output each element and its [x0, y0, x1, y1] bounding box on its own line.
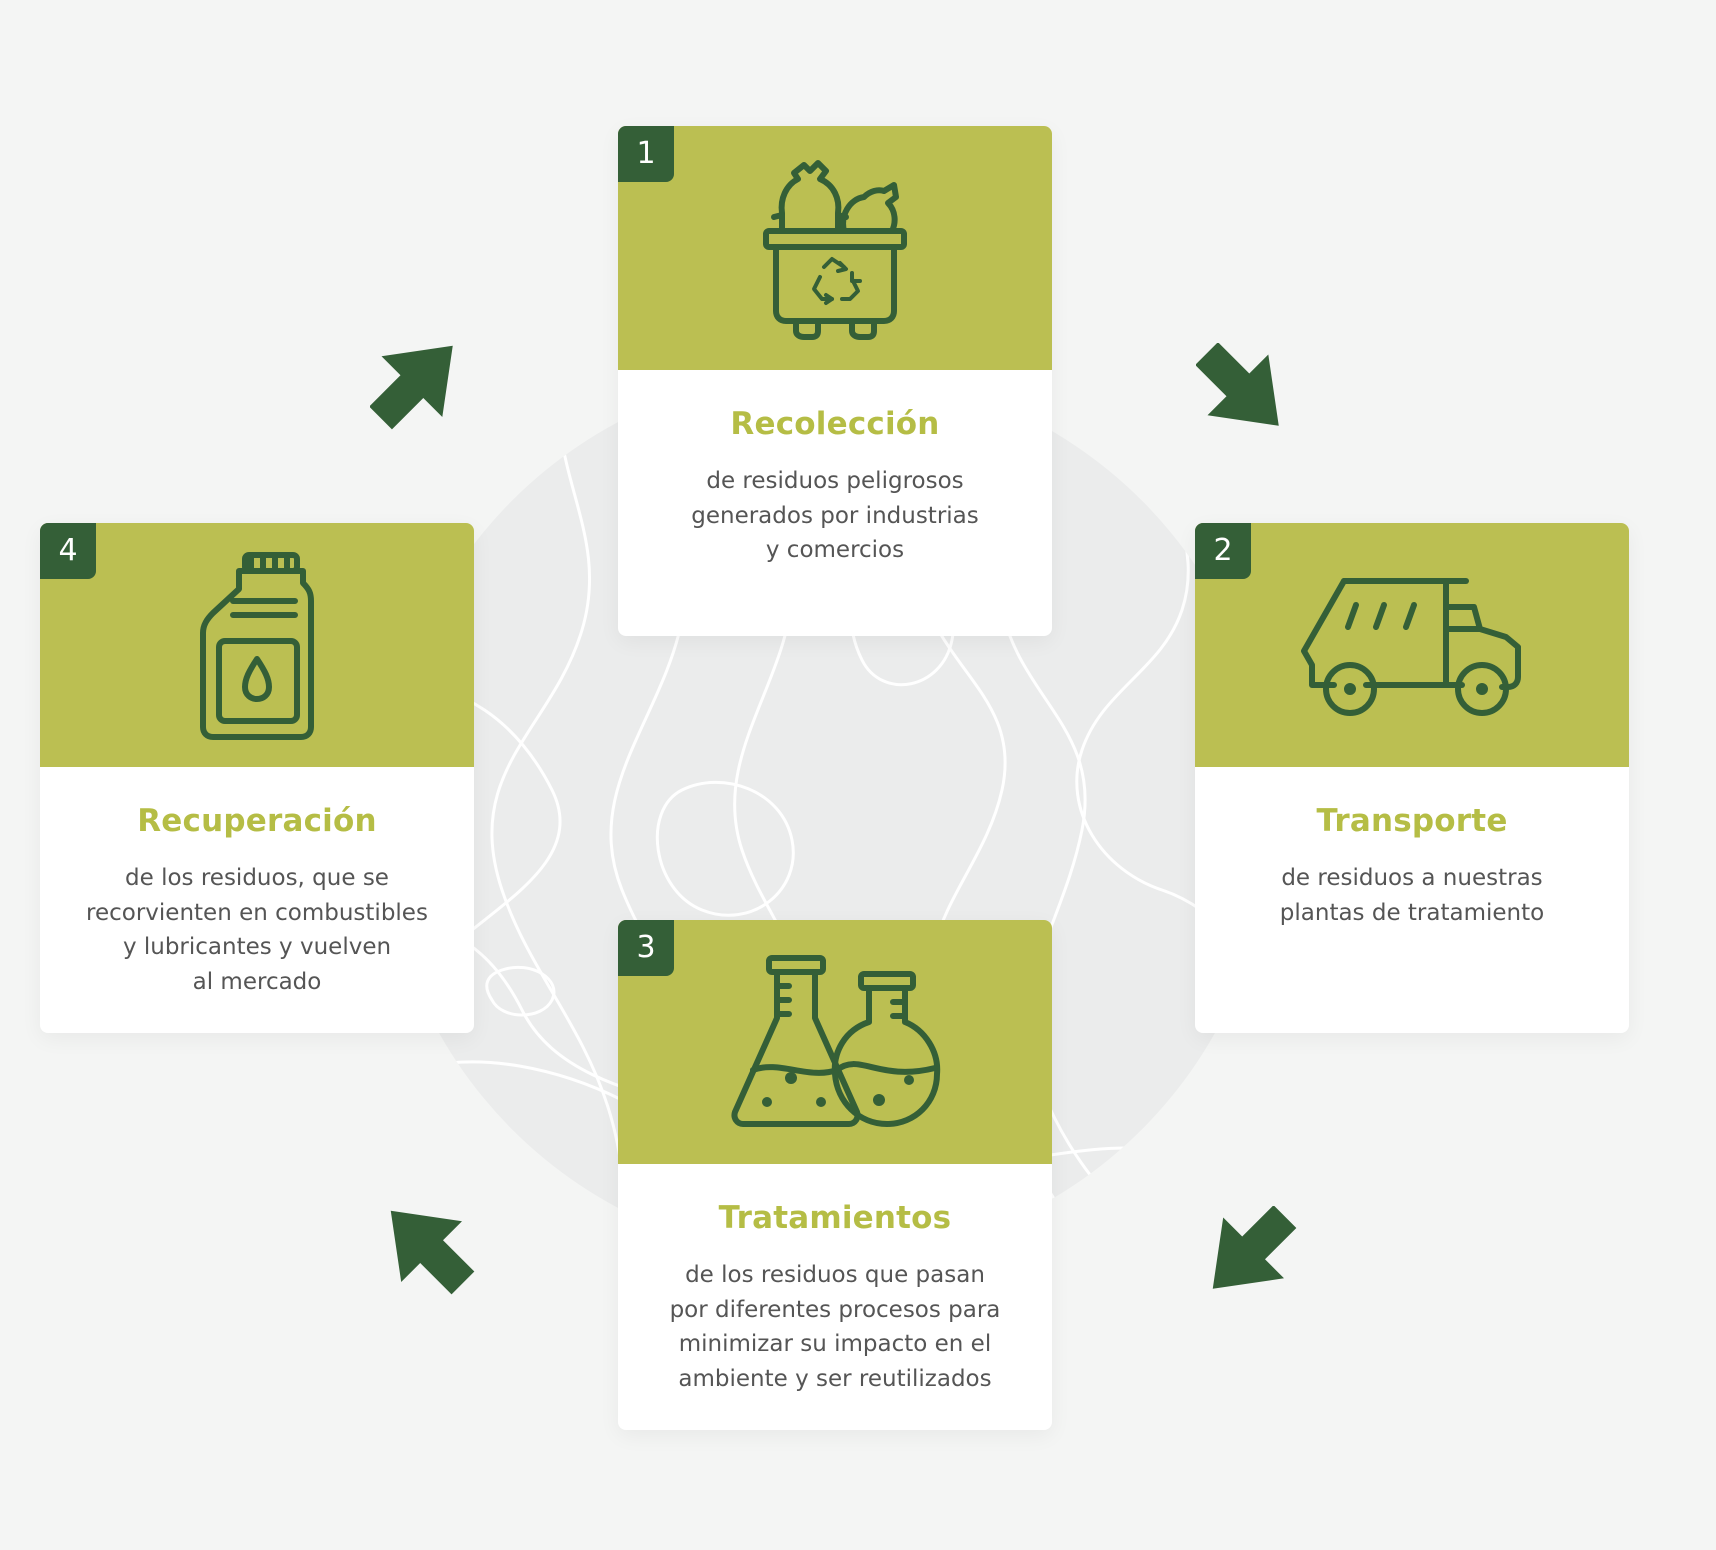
arrow-up-left-icon	[390, 1210, 475, 1295]
card-body: Transporte de residuos a nuestras planta…	[1195, 767, 1629, 960]
step-title: Recuperación	[137, 803, 377, 839]
card-body: Recuperación de los residuos, que se rec…	[40, 767, 474, 1029]
step-card-recuperacion: 4 Recuperación de los residuos, que se r…	[40, 523, 474, 1033]
card-header: 3	[618, 920, 1052, 1164]
step-card-tratamientos: 3 Tratamientos de los residuo	[618, 920, 1052, 1430]
step-card-transporte: 2 Transporte de residuos a nuestras plan…	[1195, 523, 1629, 1033]
step-title: Transporte	[1316, 803, 1508, 839]
card-header: 4	[40, 523, 474, 767]
step-description: de los residuos que pasan por diferentes…	[669, 1262, 1001, 1392]
step-number-badge: 1	[618, 126, 674, 182]
step-description: de los residuos, que se recorvienten en …	[86, 865, 428, 995]
card-header: 2	[1195, 523, 1629, 767]
garbage-truck-icon	[1301, 578, 1521, 716]
step-description: de residuos peligrosos generados por ind…	[691, 468, 979, 563]
recycle-container-icon	[763, 160, 907, 340]
step-number-badge: 3	[618, 920, 674, 976]
step-title: Tratamientos	[718, 1200, 952, 1236]
card-header: 1	[618, 126, 1052, 370]
step-number-badge: 2	[1195, 523, 1251, 579]
card-body: Tratamientos de los residuos que pasan p…	[618, 1164, 1052, 1426]
step-title: Recolección	[730, 406, 940, 442]
step-number-badge: 4	[40, 523, 96, 579]
step-description: de residuos a nuestras plantas de tratam…	[1279, 865, 1545, 926]
card-body: Recolección de residuos peligrosos gener…	[618, 370, 1052, 598]
arrow-down-left-icon	[1212, 1206, 1297, 1289]
step-card-recoleccion: 1	[618, 126, 1052, 636]
oil-jerrycan-icon	[200, 552, 314, 740]
lab-flasks-icon	[731, 955, 941, 1127]
arrow-down-right-icon	[1196, 343, 1279, 426]
arrow-up-right-icon	[370, 345, 453, 430]
